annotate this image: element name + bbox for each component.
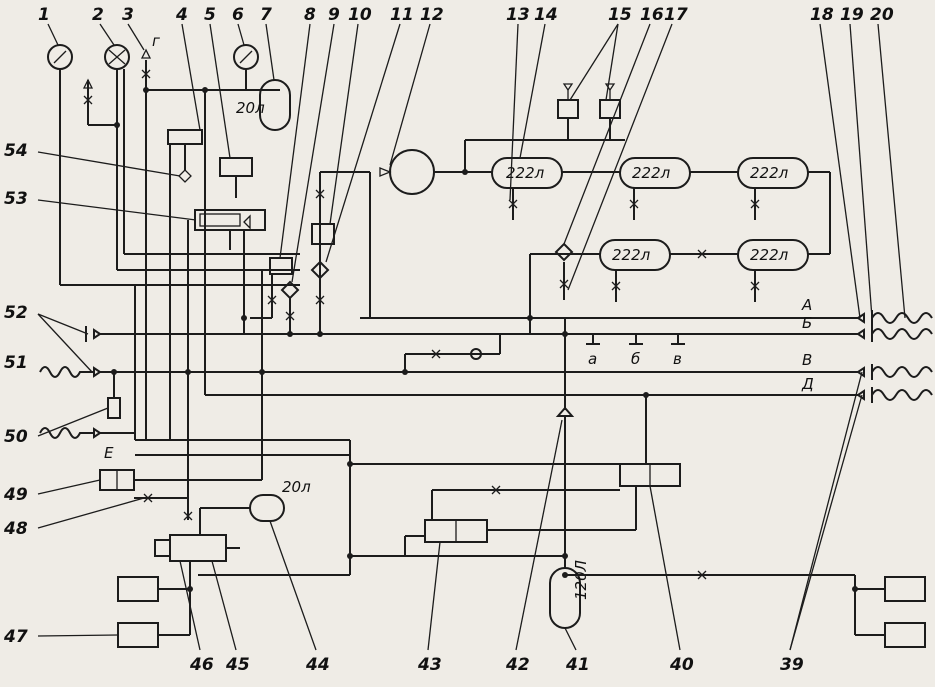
- tank-r1b-label: 222л: [632, 164, 671, 182]
- label-4: 4: [175, 5, 188, 25]
- label-18: 18: [810, 5, 834, 25]
- tank-r1c-label: 222л: [750, 164, 789, 182]
- left-couplings: [39, 326, 102, 439]
- gauge-6: [233, 44, 259, 90]
- label-51: 51: [4, 353, 28, 373]
- tank-13-label: 222л: [506, 164, 545, 182]
- label-16: 16: [640, 5, 664, 25]
- label-46: 46: [189, 655, 214, 675]
- label-g: г: [152, 32, 160, 50]
- label-12: 12: [420, 5, 444, 25]
- tank-7: 20л: [236, 79, 291, 131]
- device-43: [404, 485, 636, 556]
- label-9: 9: [328, 5, 340, 25]
- junctions: [111, 87, 858, 592]
- item-50: [107, 372, 121, 419]
- label-a: а: [588, 350, 597, 368]
- bottom-number-labels: 46 45 44 43 42 41 40 39: [189, 655, 804, 675]
- label-42: 42: [505, 655, 530, 675]
- label-45: 45: [225, 655, 250, 675]
- label-7: 7: [260, 5, 272, 25]
- label-50: 50: [4, 427, 28, 447]
- item-49: [99, 469, 160, 491]
- top-number-labels: 1 2 3 4 5 6 7 8 9 10 11 12 13 14 15 16 1…: [38, 5, 894, 25]
- label-3: 3: [122, 5, 134, 25]
- label-6: 6: [232, 5, 244, 25]
- label-line-D: Д: [801, 375, 814, 393]
- label-17: 17: [664, 5, 688, 25]
- item-9-filter: [280, 280, 300, 334]
- tank-41: 120Л: [549, 560, 590, 629]
- label-line-V: В: [802, 351, 812, 369]
- device-40: [350, 395, 681, 530]
- tank-row2-b: 222л: [670, 239, 830, 302]
- gauge-2: [104, 44, 300, 271]
- left-number-labels: 54 53 52 51 50 49 48 47: [3, 141, 28, 647]
- label-15: 15: [608, 5, 632, 25]
- label-14: 14: [534, 5, 558, 25]
- label-41: 41: [565, 655, 590, 675]
- compressor-12: [369, 139, 625, 319]
- tank-44: 20л: [200, 478, 311, 522]
- label-49: 49: [3, 485, 28, 505]
- label-48: 48: [3, 519, 28, 539]
- tank-13: 222л: [491, 157, 563, 220]
- item-47-cylinders: [117, 561, 191, 648]
- tank-44-label: 20л: [282, 478, 311, 496]
- label-39: 39: [780, 655, 804, 675]
- label-47: 47: [3, 627, 28, 647]
- leader-lines: [37, 23, 906, 651]
- label-10: 10: [348, 5, 372, 25]
- device-5: [204, 90, 253, 395]
- label-54: 54: [4, 141, 28, 161]
- item-10-regulator: [311, 171, 370, 334]
- label-line-E: Е: [104, 444, 114, 462]
- item-45: [154, 508, 350, 576]
- label-52: 52: [4, 303, 28, 323]
- label-v: в: [673, 350, 682, 368]
- label-44: 44: [305, 655, 330, 675]
- label-53: 53: [4, 189, 28, 209]
- tank-r2a-label: 222л: [612, 246, 651, 264]
- gauge-1: [47, 44, 300, 286]
- device-53: [187, 209, 266, 520]
- right-couplings: [856, 310, 933, 403]
- label-1: 1: [38, 5, 50, 25]
- device-54: [167, 129, 203, 440]
- line-letter-labels: А Б В Д Е г а б в: [104, 32, 814, 462]
- tank-7-label: 20л: [236, 99, 265, 117]
- label-43: 43: [417, 655, 442, 675]
- label-5: 5: [204, 5, 216, 25]
- label-2: 2: [92, 5, 104, 25]
- item-3-valve: [140, 48, 152, 440]
- item-11-filter: [310, 260, 330, 305]
- tank-row1-b: 222л: [562, 157, 691, 220]
- label-40: 40: [669, 655, 694, 675]
- item-15-valves: [557, 83, 621, 140]
- label-19: 19: [840, 5, 864, 25]
- tank-41-label: 120Л: [572, 560, 590, 600]
- tank-row2-a: 222л: [530, 239, 671, 302]
- vertical-feeders: [134, 230, 263, 480]
- item-39-cylinders: [565, 570, 926, 648]
- label-8: 8: [304, 5, 316, 25]
- label-b: б: [631, 350, 640, 368]
- label-13: 13: [506, 5, 530, 25]
- label-line-B: Б: [802, 314, 812, 332]
- taps-abv: [586, 334, 685, 345]
- check-valve-branch: [404, 334, 501, 372]
- valve-gauge2-branch: [82, 78, 117, 126]
- item-8: [250, 257, 293, 319]
- label-11: 11: [390, 5, 414, 25]
- label-20: 20: [870, 5, 894, 25]
- tank-r2b-label: 222л: [750, 246, 789, 264]
- tank-row1-c: 222л: [690, 157, 831, 254]
- label-line-A: А: [801, 296, 812, 314]
